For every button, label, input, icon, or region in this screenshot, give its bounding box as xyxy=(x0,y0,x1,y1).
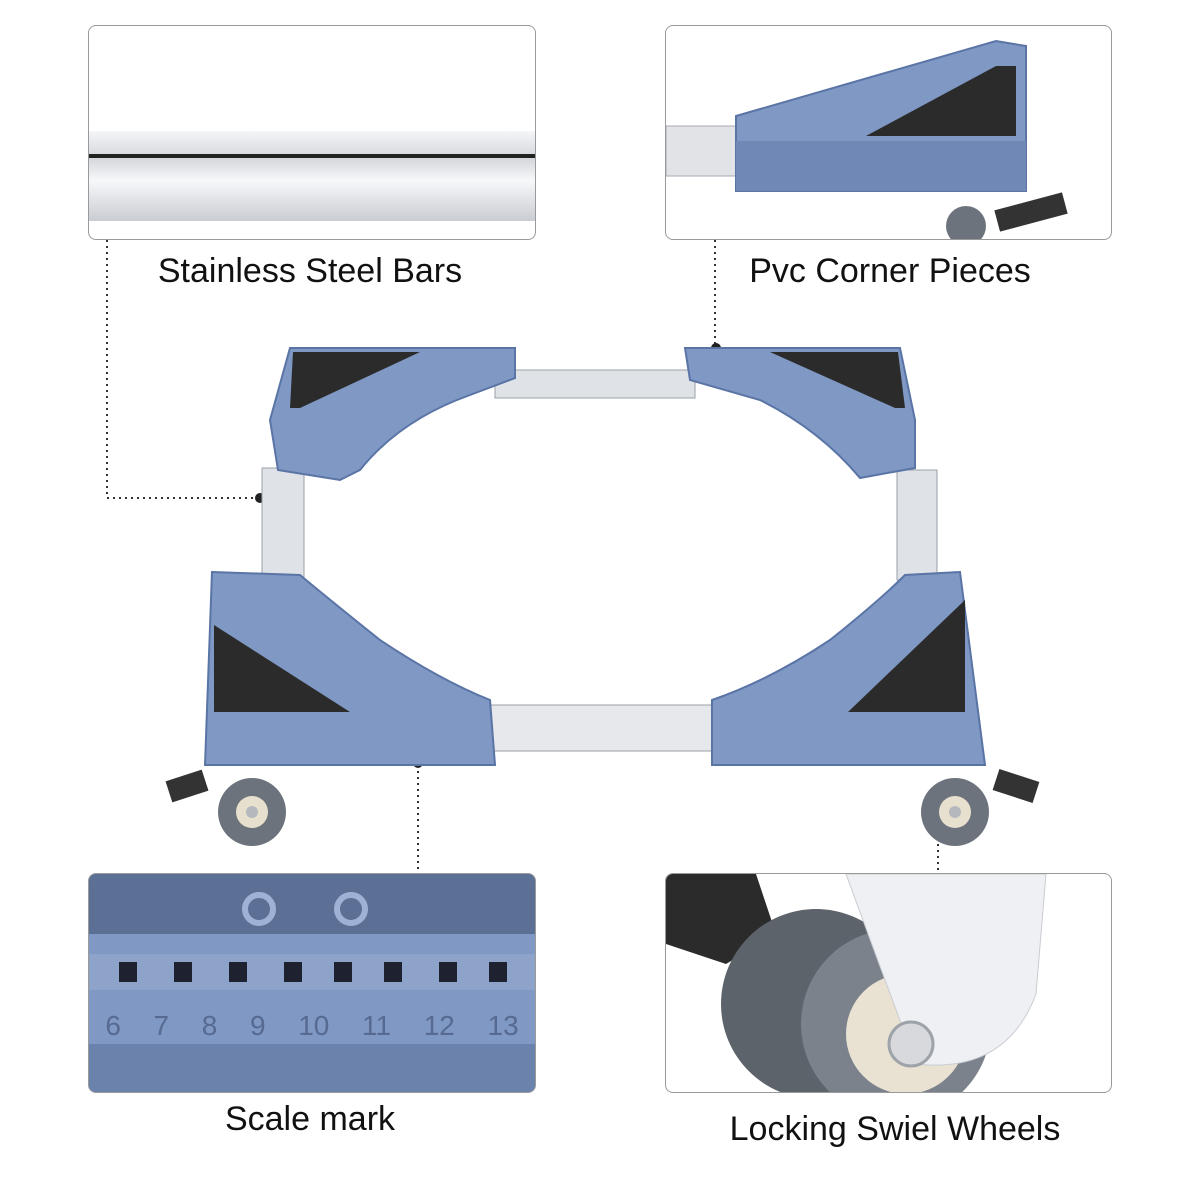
scale-mark-closeup xyxy=(89,874,535,1092)
scale-number: 13 xyxy=(487,1010,519,1041)
corner-piece-closeup xyxy=(666,39,1068,239)
scale-numbers: 6 7 8 9 10 11 12 13 xyxy=(89,1010,535,1046)
steel-bars-panel xyxy=(88,25,536,240)
scale-number: 10 xyxy=(298,1010,330,1041)
steel-bars xyxy=(261,369,938,752)
scale-number: 12 xyxy=(423,1010,455,1041)
wheel-bottom-right xyxy=(921,769,1040,846)
corner-pieces-panel xyxy=(665,25,1112,240)
wheel-closeup xyxy=(666,874,1047,1092)
caption-steel-bars: Stainless Steel Bars xyxy=(157,252,463,290)
wheels-panel xyxy=(665,873,1112,1093)
corner-piece-top-left xyxy=(268,347,516,482)
scale-number: 7 xyxy=(153,1010,170,1041)
wheel-bottom-left xyxy=(165,769,286,846)
corner-piece-bottom-left xyxy=(203,570,497,766)
corner-piece-top-right xyxy=(683,347,916,480)
caption-corner-pieces: Pvc Corner Pieces xyxy=(749,252,1031,290)
caption-scale-mark: Scale mark xyxy=(224,1100,396,1138)
corner-piece-bottom-right xyxy=(711,570,987,766)
scale-mark-panel: 6 7 8 9 10 11 12 13 xyxy=(88,873,536,1093)
scale-number: 11 xyxy=(361,1010,392,1041)
scale-number: 9 xyxy=(249,1010,266,1041)
leader-lines xyxy=(106,240,939,873)
caption-wheels: Locking Swiel Wheels xyxy=(729,1110,1061,1148)
steel-bar-closeup xyxy=(89,131,535,221)
scale-number: 6 xyxy=(105,1010,121,1041)
scale-number: 8 xyxy=(201,1010,218,1041)
